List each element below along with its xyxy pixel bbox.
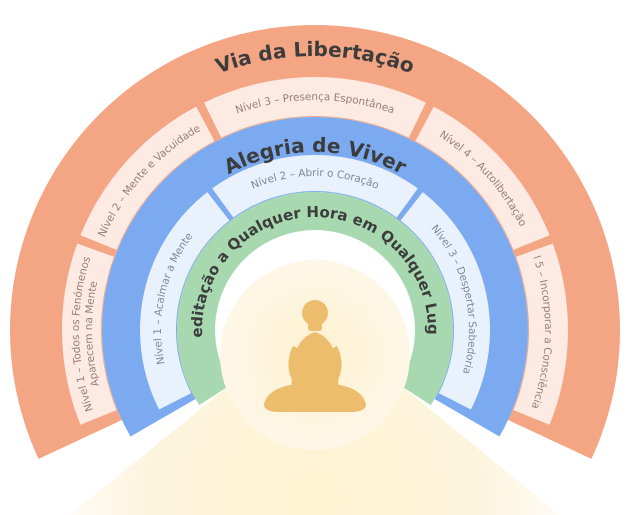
- outer-segment-5: [513, 243, 569, 425]
- middle-segment-3: [400, 192, 491, 410]
- outer-segment-2: [80, 106, 215, 250]
- middle-segment-1: [139, 192, 230, 410]
- outer-segment-1: [61, 243, 117, 425]
- meditating-figure-icon: [264, 300, 366, 412]
- outer-segment-4: [415, 106, 550, 250]
- middle-segment-2: [212, 154, 418, 218]
- outer-segment-3: [204, 77, 426, 138]
- inner-ring-band: [176, 192, 453, 406]
